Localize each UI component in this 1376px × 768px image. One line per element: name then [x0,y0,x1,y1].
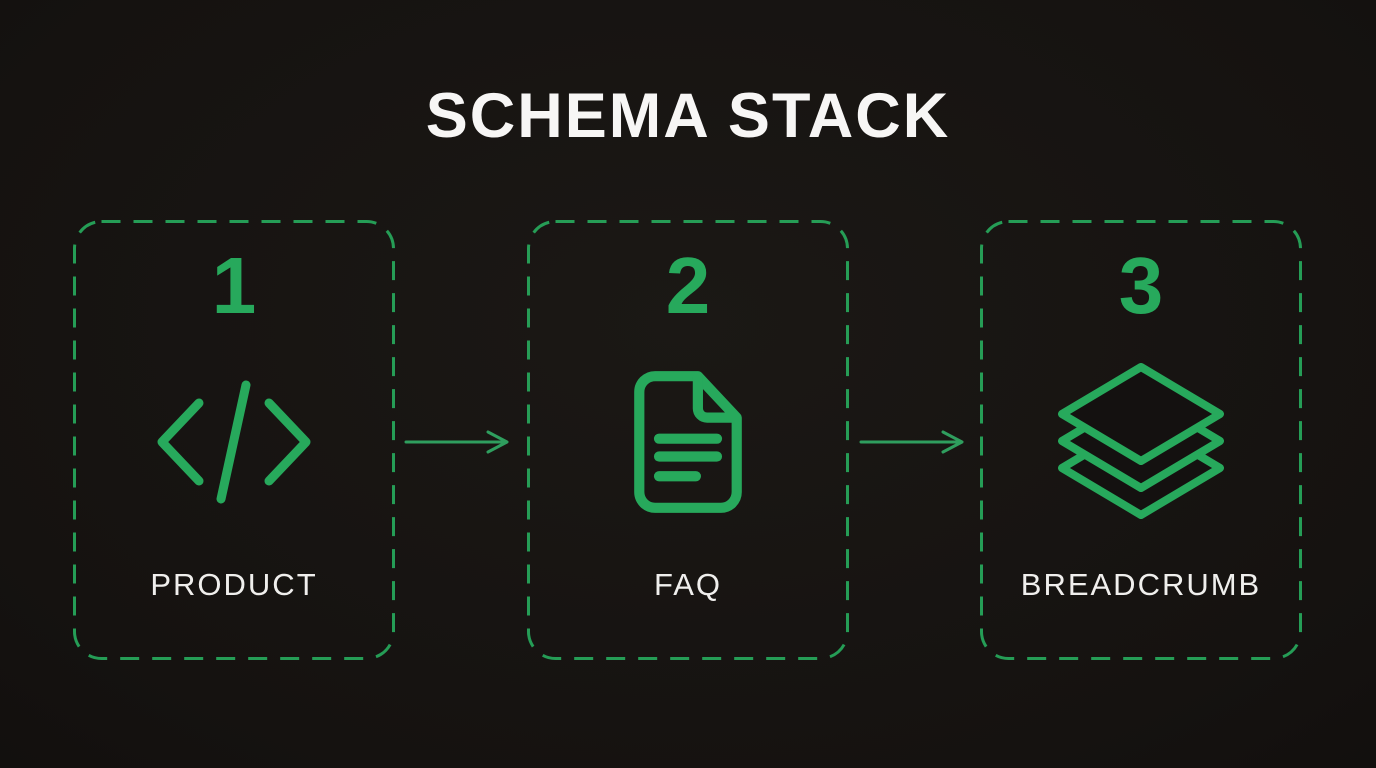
code-icon [73,362,395,522]
layers-icon [980,362,1302,522]
dashed-border [73,220,395,660]
arrow-right-icon [403,429,521,455]
card-label: BREADCRUMB [1020,567,1262,602]
card-breadcrumb: 3 BREADCRUMB [980,220,1302,660]
card-label: PRODUCT [150,567,318,602]
card-product: 1 PRODUCT [73,220,395,660]
step-number: 2 [665,241,711,330]
arrow-right-icon [858,429,976,455]
step-number: 1 [211,241,257,330]
file-text-icon [527,362,849,522]
dashed-border [980,220,1302,660]
card-faq: 2 FAQ [527,220,849,660]
dashed-border [527,220,849,660]
card-label: FAQ [653,567,722,602]
step-number: 3 [1118,241,1164,330]
diagram-title: SCHEMA STACK [425,81,951,151]
